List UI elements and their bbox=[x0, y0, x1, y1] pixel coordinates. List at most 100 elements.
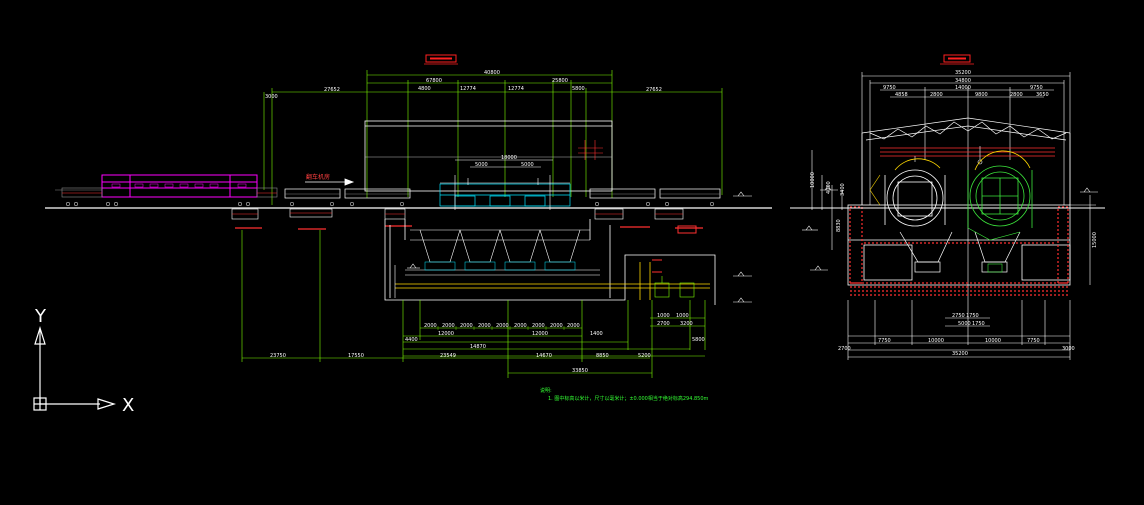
dim-text: 40800 bbox=[484, 70, 500, 76]
section-view: 35200 34800 9750 14000 9750 4858 2800 98… bbox=[790, 54, 1105, 360]
section-title-tag bbox=[940, 54, 974, 65]
section-level-markers bbox=[802, 185, 1098, 271]
dim-text: 5800 bbox=[572, 86, 585, 92]
wheel-marks bbox=[65, 201, 715, 207]
elevation-building-hall bbox=[364, 120, 613, 192]
entry-arrow-label: 翻车机房 bbox=[306, 173, 330, 181]
building-red-marks bbox=[578, 140, 603, 160]
dim-text: 23549 bbox=[440, 353, 456, 359]
entry-arrow bbox=[305, 178, 355, 186]
dim-text: 2000 bbox=[424, 323, 437, 329]
dumper-rotation-arrow-left bbox=[894, 158, 941, 171]
pit-green-motors bbox=[654, 276, 695, 298]
section-wall-hatch bbox=[849, 206, 1069, 296]
dim-text: 35200 bbox=[955, 70, 971, 76]
dim-text: 5000 bbox=[958, 321, 971, 327]
notes-block: 说明: 1. 图中标高以米计，尺寸以毫米计；±0.000相当于绝对标高294.8… bbox=[540, 387, 709, 402]
dim-text: 14870 bbox=[470, 344, 486, 350]
elevation-title-tag bbox=[424, 54, 458, 65]
section-top-dimension-texts: 35200 34800 9750 14000 9750 4858 2800 98… bbox=[883, 70, 1049, 98]
dim-text: 3000 bbox=[265, 94, 278, 100]
dim-text: 14670 bbox=[536, 353, 552, 359]
section-walls bbox=[847, 204, 1071, 286]
foundation-hatch bbox=[232, 212, 683, 215]
dim-text: 2000 bbox=[532, 323, 545, 329]
dim-text: 18000 bbox=[501, 155, 517, 161]
dim-text: 67800 bbox=[426, 78, 442, 84]
section-left-dimension-lines bbox=[805, 150, 862, 250]
dim-text: 5000 bbox=[521, 162, 534, 168]
dim-text: 12774 bbox=[508, 86, 524, 92]
dim-text: 1400 bbox=[590, 331, 603, 337]
elevation-top-dimension-texts: 40800 67800 25800 27652 4800 12774 12774… bbox=[265, 70, 662, 100]
dim-text: 4400 bbox=[405, 337, 418, 343]
section-hoppers-green bbox=[967, 227, 1021, 273]
dim-text: 5000 bbox=[475, 162, 488, 168]
section-bottom-dimension-lines bbox=[847, 300, 1071, 360]
dim-text: 7750 bbox=[1027, 338, 1040, 344]
y-axis-label: Y bbox=[34, 306, 47, 327]
section-bottom-dimension-texts: 7750 10000 10000 7750 2750 1750 5000 175… bbox=[838, 313, 1075, 357]
dim-text: 34800 bbox=[955, 78, 971, 84]
dim-text: 12774 bbox=[460, 86, 476, 92]
dim-text: 2000 bbox=[460, 323, 473, 329]
elevation-bottom-dimension-lines bbox=[241, 230, 706, 378]
dim-text: 12000 bbox=[438, 331, 454, 337]
level-markers bbox=[733, 191, 752, 303]
pit-hoppers bbox=[405, 229, 600, 276]
dim-text: 2000 bbox=[514, 323, 527, 329]
dim-text: 17550 bbox=[348, 353, 364, 359]
elevation-bottom-tick-lines bbox=[437, 326, 565, 330]
dim-text: 9750 bbox=[883, 85, 896, 91]
dim-text: 2800 bbox=[930, 92, 943, 98]
rotary-dumper-left bbox=[884, 169, 946, 227]
dim-text: 35200 bbox=[952, 351, 968, 357]
dim-text: 2700 bbox=[838, 346, 851, 352]
dim-text: 1000 bbox=[676, 313, 689, 319]
dumper-rotation-arrow-right bbox=[974, 150, 1031, 171]
level-markers-left bbox=[394, 263, 420, 298]
dim-text: 2000 bbox=[567, 323, 580, 329]
dim-text: 14000 bbox=[955, 85, 971, 91]
section-left-dimension-texts: 10000 8830 3400 4000 bbox=[810, 172, 846, 232]
dim-text: 9800 bbox=[975, 92, 988, 98]
dim-text: 1000 bbox=[657, 313, 670, 319]
x-axis-label: X bbox=[122, 395, 134, 416]
pit-feeders bbox=[424, 261, 576, 271]
dim-text: 2000 bbox=[442, 323, 455, 329]
section-right-dimension-lines bbox=[1070, 195, 1096, 285]
dim-text: 27652 bbox=[646, 87, 662, 93]
railcar-train-left bbox=[101, 174, 258, 198]
dim-text: 27652 bbox=[324, 87, 340, 93]
notes-line-1: 1. 图中标高以米计，尺寸以毫米计；±0.000相当于绝对标高294.850m bbox=[548, 395, 709, 402]
dim-text: 15000 bbox=[1092, 232, 1098, 248]
crane-beam bbox=[880, 147, 1055, 157]
railcar-windows bbox=[111, 183, 247, 188]
elevation-top-dimension-lines bbox=[263, 70, 723, 205]
rail-cars-row bbox=[284, 188, 721, 199]
dim-text: 2000 bbox=[496, 323, 509, 329]
railcar-train-left-body bbox=[55, 187, 278, 198]
dim-text: 5800 bbox=[692, 337, 705, 343]
red-section-labels bbox=[235, 225, 703, 230]
dim-text: 33850 bbox=[572, 368, 588, 374]
dim-text: 1750 bbox=[966, 313, 979, 319]
elevation-bottom-dimension-texts: 2000 2000 2000 2000 2000 2000 2000 2000 … bbox=[270, 323, 705, 374]
ucs-icon bbox=[33, 325, 117, 411]
dim-text: 4858 bbox=[895, 92, 908, 98]
dim-text: 1750 bbox=[972, 321, 985, 327]
pit-yellow-conveyor bbox=[395, 262, 710, 300]
dim-text: 10000 bbox=[985, 338, 1001, 344]
dim-text: 23750 bbox=[270, 353, 286, 359]
dim-text: 4800 bbox=[418, 86, 431, 92]
dim-text: 3400 bbox=[840, 183, 846, 196]
dim-text: 2800 bbox=[1010, 92, 1023, 98]
elevation-right-dimension-texts: 1000 1000 2700 3200 bbox=[657, 313, 693, 327]
dim-text: 10000 bbox=[928, 338, 944, 344]
dim-text: 2000 bbox=[550, 323, 563, 329]
car-dumper-upper bbox=[439, 183, 571, 207]
dim-text: 9750 bbox=[1030, 85, 1043, 91]
roof-truss bbox=[861, 117, 1071, 205]
section-top-dimension-lines bbox=[861, 72, 1071, 300]
